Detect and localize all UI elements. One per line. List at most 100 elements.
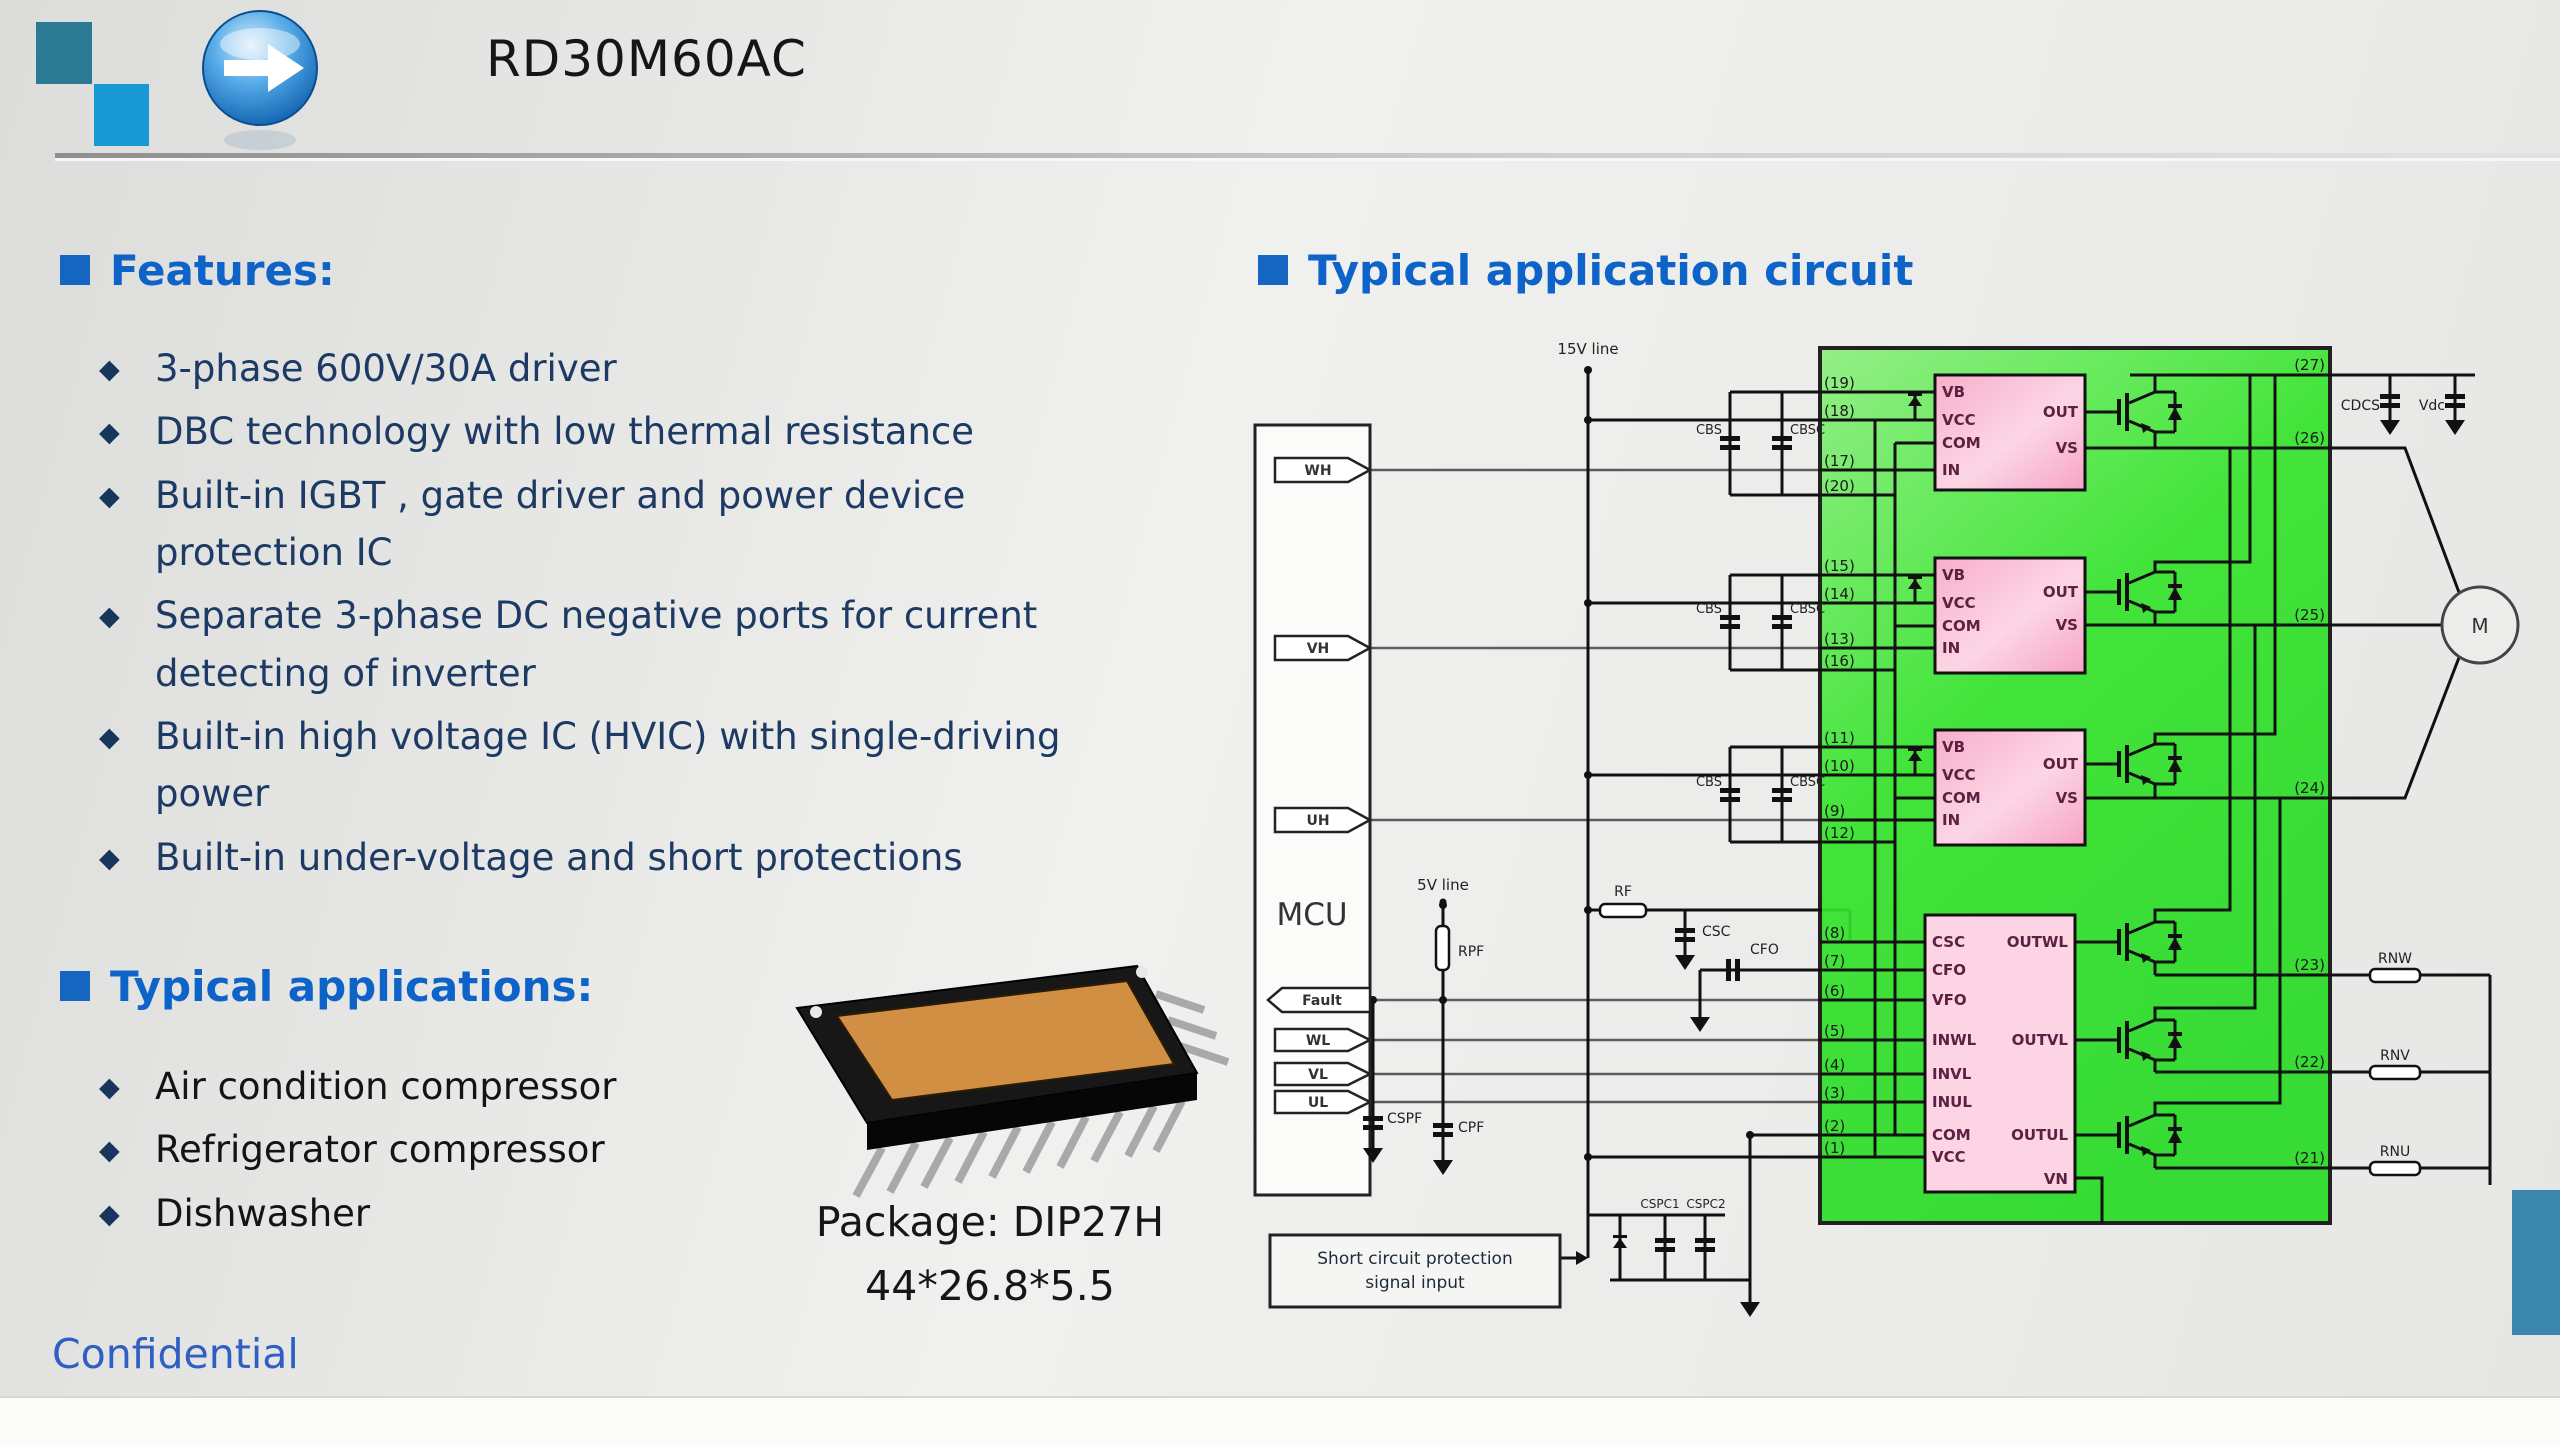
blue-accent-bar: [2512, 1190, 2560, 1335]
blue-square-bullet-icon: [60, 255, 90, 285]
mcu-label: MCU: [1276, 897, 1347, 933]
footer-band: [0, 1396, 2560, 1445]
pin-number: (7): [1824, 952, 1845, 970]
pin-label: INUL: [1932, 1093, 1972, 1111]
rnw-label: RNW: [2378, 951, 2412, 967]
wh-tag: WH: [1304, 463, 1331, 479]
fault-tag: Fault: [1302, 993, 1342, 1009]
diamond-bullet-icon: ◆: [99, 354, 120, 385]
application-circuit-diagram: MCU: [1253, 340, 2520, 1317]
wl-tag: WL: [1306, 1033, 1330, 1049]
hvic-block-2: VB VCC COM IN OUT VS: [1933, 556, 2087, 675]
pin-number: (17): [1824, 452, 1855, 470]
package-pins: [852, 990, 1230, 1198]
mcu-tag-labels: WH VH UH Fault WL VL UL: [1302, 463, 1342, 1111]
motor-circle: [2440, 585, 2520, 665]
package-substrate: [835, 979, 1176, 1102]
circuit-heading: Typical application circuit: [1258, 246, 1913, 295]
hvic-block-1: VB VCC COM IN OUT VS: [1933, 373, 2087, 492]
pin-label: INWL: [1932, 1031, 1977, 1049]
package-hole: [1136, 966, 1148, 978]
pin-label: COM: [1932, 1126, 1971, 1144]
pin-label: OUTUL: [2011, 1126, 2068, 1144]
pin-number: (2): [1824, 1117, 1845, 1135]
sc-box-line1: Short circuit protection: [1317, 1249, 1512, 1269]
ul-tag: UL: [1308, 1095, 1328, 1111]
pin-label: VS: [2056, 789, 2078, 807]
package-body-edge: [867, 1073, 1197, 1150]
pin-label: COM: [1942, 434, 1981, 452]
hvic-block-3: VB VCC COM IN OUT VS: [1933, 728, 2087, 847]
page-title: RD30M60AC: [486, 30, 807, 88]
sc-box-line2: signal input: [1365, 1273, 1465, 1293]
diamond-bullet-icon: ◆: [99, 601, 120, 633]
features-heading: Features:: [60, 246, 335, 295]
sc-protection-box: [1268, 1233, 1562, 1309]
pin-label: OUT: [2043, 403, 2079, 421]
feature-item: ◆ Separate 3-phase DC negative ports for …: [95, 587, 1115, 702]
logo-square-blue: [94, 84, 149, 146]
mcu-tags: [1266, 456, 1373, 1115]
pin-label: VCC: [1942, 411, 1976, 429]
pin-number: (10): [1824, 757, 1855, 775]
feature-text: Separate 3-phase DC negative ports for c…: [155, 594, 1038, 695]
pin-number: (5): [1824, 1022, 1845, 1040]
csc-label: CSC: [1702, 924, 1731, 940]
cfo-capacitor: [1726, 959, 1740, 981]
feature-text: Built-in IGBT , gate driver and power de…: [155, 473, 966, 575]
application-item: ◆Refrigerator compressor: [95, 1121, 1115, 1178]
cbs-label: CBS: [1696, 602, 1722, 617]
cbsc-label: CBSC: [1790, 423, 1825, 438]
diamond-bullet-icon: ◆: [99, 417, 120, 449]
pin-label: CFO: [1932, 961, 1966, 979]
pin-number: (23): [2294, 956, 2325, 974]
pin-label: VB: [1942, 566, 1965, 584]
pin-label: IN: [1942, 461, 1960, 479]
applications-heading-label: Typical applications:: [110, 962, 594, 1011]
pin-label: VS: [2056, 616, 2078, 634]
pin-number: (13): [1824, 630, 1855, 648]
component-labels: RF RPF CSC CFO CSPF CPF CSPC1 CSPC2 CDCS…: [1387, 398, 2445, 1211]
feature-item: ◆Built-in high voltage IC (HVIC) with si…: [95, 708, 1115, 823]
cdcs-label: CDCS: [2341, 398, 2380, 414]
pin-number: (18): [1824, 402, 1855, 420]
pin-label: IN: [1942, 811, 1960, 829]
application-item: ◆Air condition compressor: [95, 1058, 1115, 1115]
pin-number: (3): [1824, 1084, 1845, 1102]
pin-number: (15): [1824, 557, 1855, 575]
pin-number: (8): [1824, 924, 1845, 942]
blue-square-bullet-icon: [60, 971, 90, 1001]
feature-item: ◆Built-in IGBT , gate driver and power d…: [95, 467, 1115, 582]
pin-number: (22): [2294, 1053, 2325, 1071]
pin-label: VCC: [1932, 1148, 1966, 1166]
diamond-bullet-icon: ◆: [99, 1072, 120, 1103]
pin-label: VB: [1942, 383, 1965, 401]
pin-number: (21): [2294, 1149, 2325, 1167]
rf-label: RF: [1614, 884, 1632, 900]
pin-numbers-left: (19) (18) (17) (20) (15) (14) (13) (16) …: [1824, 374, 1855, 1157]
cbs-label: CBS: [1696, 423, 1722, 438]
circuit-heading-label: Typical application circuit: [1308, 246, 1914, 295]
package-name: Package: DIP27H: [815, 1198, 1165, 1246]
lvic-block: CSC CFO VFO INWL INVL INUL COM VCC OUTWL…: [1923, 913, 2077, 1194]
logo-square-teal: [36, 22, 92, 84]
pin-label: COM: [1942, 617, 1981, 635]
cbsc-label: CBSC: [1790, 602, 1825, 617]
pin-label: OUTVL: [2012, 1031, 2069, 1049]
applications-list: ◆Air condition compressor ◆Refrigerator …: [95, 1058, 1115, 1248]
application-item: ◆Dishwasher: [95, 1185, 1115, 1242]
feature-item: ◆DBC technology with low thermal resista…: [95, 403, 1115, 460]
pin-label: IN: [1942, 639, 1960, 657]
logo-reflection: [224, 130, 296, 150]
package-photo: [795, 964, 1230, 1198]
package-hole: [810, 1006, 822, 1018]
feature-text: 3-phase 600V/30A driver: [155, 347, 617, 390]
pin-number: (1): [1824, 1139, 1845, 1157]
diamond-bullet-icon: ◆: [99, 1198, 120, 1230]
pin-label: VCC: [1942, 594, 1976, 612]
pin-label: OUT: [2043, 755, 2079, 773]
pin-number: (6): [1824, 982, 1845, 1000]
header-divider: [55, 153, 2560, 161]
pin-label: COM: [1942, 789, 1981, 807]
